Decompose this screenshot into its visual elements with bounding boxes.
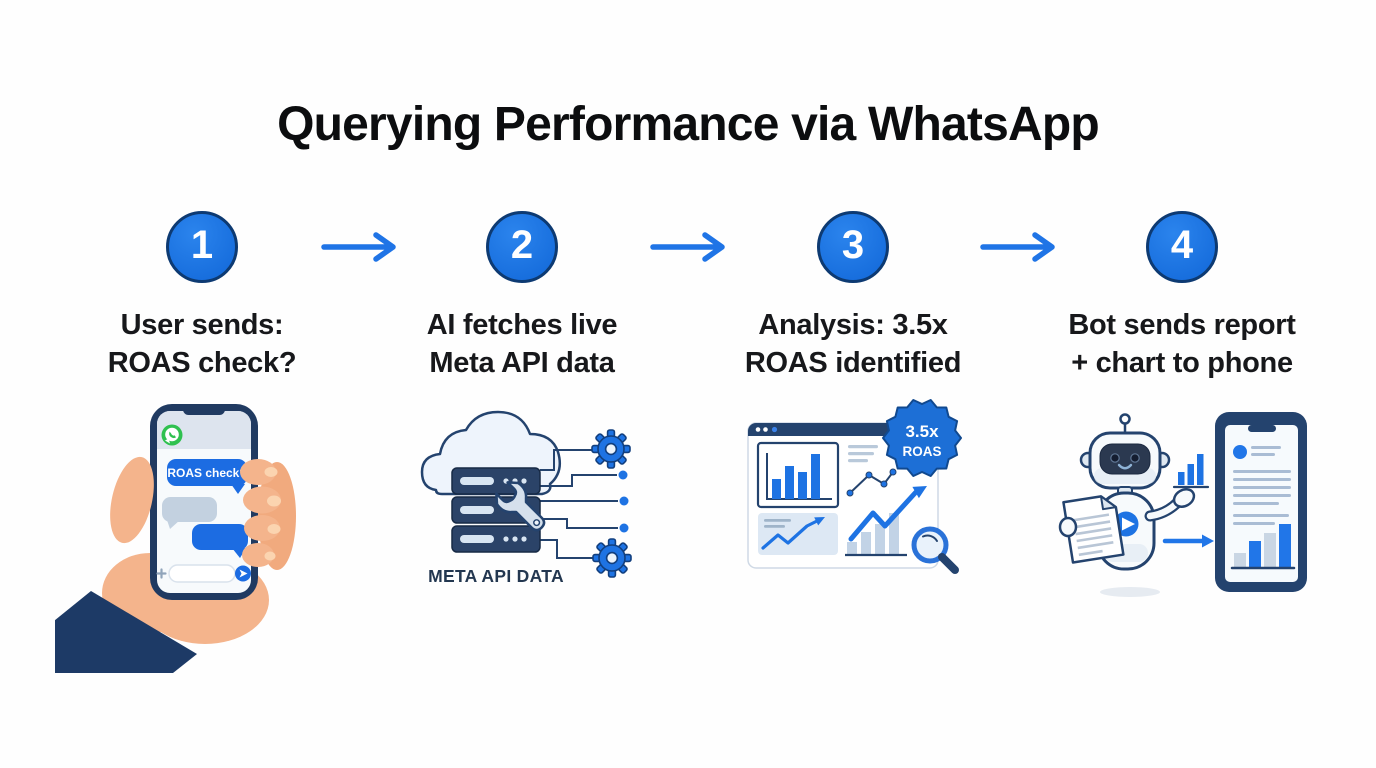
send-arrow-icon <box>1162 534 1214 548</box>
robot-icon <box>1070 413 1196 571</box>
gear-icon <box>592 538 632 578</box>
hand-fingers <box>240 459 281 567</box>
robot-shadow <box>1100 587 1160 597</box>
send-icon <box>235 565 251 582</box>
step-1-caption-line1: User sends: <box>120 309 284 341</box>
circuit-node <box>619 496 629 506</box>
trend-panel <box>758 513 838 555</box>
flow-arrow-icon-3 <box>980 232 1055 262</box>
step-4-caption-line2: + chart to phone <box>1071 347 1293 379</box>
step-4-caption: Bot sends report + chart to phone <box>1012 306 1352 382</box>
chat-bubble-reply <box>192 524 248 558</box>
step-2-caption-line2: Meta API data <box>429 347 615 379</box>
dashboard-illustration: 3.5x ROAS <box>747 399 962 574</box>
circuit-node <box>618 470 628 480</box>
flow-arrow-icon-1 <box>321 232 396 262</box>
step-4-badge: 4 <box>1146 211 1218 283</box>
magnifier-icon <box>911 526 959 574</box>
dot-line-chart <box>846 468 897 497</box>
robot-hand <box>1058 516 1078 538</box>
chat-input-bar <box>156 564 251 583</box>
step-3-badge: 3 <box>817 211 889 283</box>
step-1-caption-line2: ROAS check? <box>107 347 297 379</box>
bar-chart-panel <box>756 441 840 509</box>
step-2-caption: AI fetches live Meta API data <box>352 306 692 382</box>
cloud-server-illustration: META API DATA <box>420 410 632 586</box>
step-2-badge: 2 <box>486 211 558 283</box>
light-bars <box>845 513 907 557</box>
badge-value: 3.5x <box>905 422 939 441</box>
report-phone <box>1215 412 1307 592</box>
roas-badge: 3.5x ROAS <box>882 399 962 477</box>
phone-chat: ROAS check? <box>150 404 258 600</box>
chat-bubble-user: ROAS check? <box>167 459 247 494</box>
page-title: Querying Performance via WhatsApp <box>277 98 1100 151</box>
step-2-caption-line1: AI fetches live <box>426 309 618 341</box>
bar-chart-icon <box>1172 454 1210 489</box>
text-lines <box>848 445 878 463</box>
step-3-number: 3 <box>841 222 865 267</box>
step-2-number: 2 <box>510 222 534 267</box>
chat-bubble-gray <box>162 497 217 529</box>
flow-arrow-icon-2 <box>650 232 725 262</box>
step-3-caption-line2: ROAS identified <box>744 347 962 379</box>
plus-icon <box>156 568 167 579</box>
sleeve <box>55 591 197 673</box>
step-4-number: 4 <box>1170 222 1194 267</box>
badge-label: ROAS <box>902 444 941 459</box>
hand-phone-illustration: ROAS check? <box>55 404 296 673</box>
hand-thumb <box>110 456 154 544</box>
chat-message-text: ROAS check? <box>167 466 246 480</box>
step-1-number: 1 <box>190 222 214 267</box>
trend-arrow-icon <box>848 486 927 542</box>
server-label: META API DATA <box>428 566 564 586</box>
step-1-caption: User sends: ROAS check? <box>32 306 372 382</box>
circuit-node <box>619 523 629 533</box>
robot-phone-illustration <box>1058 412 1307 597</box>
whatsapp-icon <box>161 424 183 446</box>
circuit-traces <box>540 449 618 559</box>
step-4-caption-line1: Bot sends report <box>1068 309 1296 341</box>
gear-icon <box>591 429 631 469</box>
step-3-caption: Analysis: 3.5x ROAS identified <box>683 306 1023 382</box>
wrench-icon <box>495 481 546 532</box>
step-3-caption-line1: Analysis: 3.5x <box>758 309 948 341</box>
step-1-badge: 1 <box>166 211 238 283</box>
document-icon <box>1062 495 1125 564</box>
